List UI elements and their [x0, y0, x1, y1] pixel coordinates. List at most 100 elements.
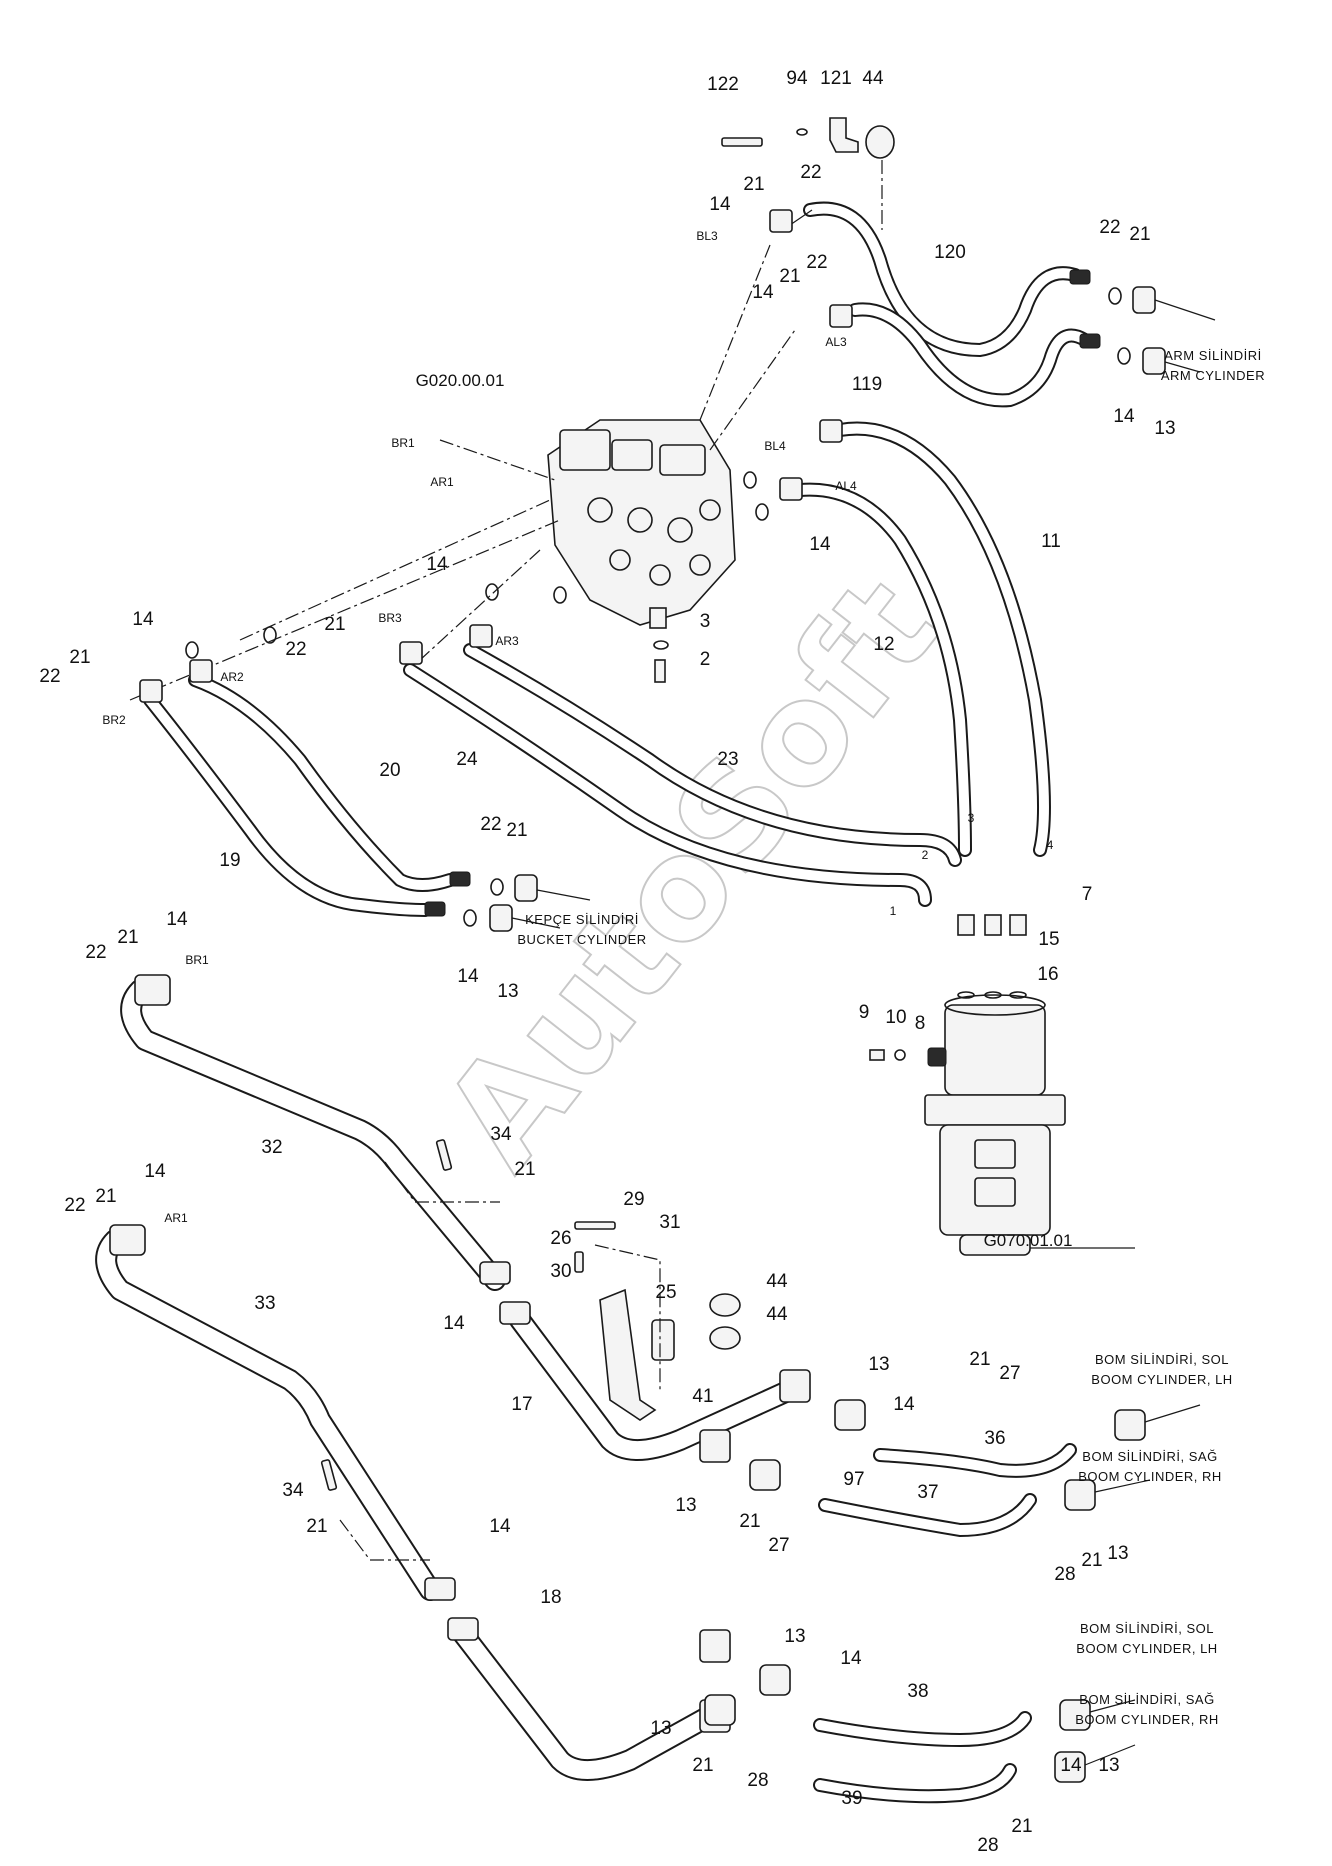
port-tag-label: AR3 [495, 634, 519, 648]
part-number-label: 36 [984, 1428, 1005, 1449]
part-number-label: 32 [261, 1137, 282, 1158]
part-number-label: 21 [95, 1186, 116, 1207]
part-number-label: 28 [747, 1770, 768, 1791]
part-number-label: 21 [324, 614, 345, 635]
destination-label: BOOM CYLINDER, LH [1076, 1641, 1217, 1656]
part-number-label: 44 [766, 1304, 788, 1325]
part-number-label: 34 [282, 1480, 304, 1501]
boom-pipes-lower [95, 1224, 731, 1781]
part-number-label: 25 [655, 1282, 676, 1303]
part-number-label: 29 [623, 1189, 644, 1210]
destination-label: BUCKET CYLINDER [517, 932, 646, 947]
part-number-label: 22 [285, 639, 306, 660]
part-number-label: 3 [700, 611, 711, 632]
swivel-hoses [743, 419, 1051, 857]
part-number-label: 41 [692, 1386, 713, 1407]
part-number-label: 18 [540, 1587, 561, 1608]
part-number-label: 22 [85, 942, 106, 963]
part-number-label: 14 [809, 534, 831, 555]
part-number-label: 22 [480, 814, 501, 835]
part-number-label: 21 [969, 1349, 990, 1370]
part-number-label: 14 [457, 966, 479, 987]
port-tag-label: 1 [890, 904, 897, 918]
part-number-label: 21 [739, 1511, 760, 1532]
part-number-label: 14 [443, 1313, 465, 1334]
part-number-label: 14 [426, 554, 448, 575]
part-number-label: 13 [1154, 418, 1175, 439]
part-number-label: 28 [977, 1835, 998, 1856]
part-number-label: 120 [934, 242, 966, 263]
arm-hoses [769, 201, 1216, 408]
port-tag-label: AL4 [835, 479, 857, 493]
part-number-label: 21 [743, 174, 764, 195]
control-valve-block [129, 244, 796, 701]
assembly-reference-label: G020.00.01 [416, 371, 505, 390]
port-tag-label: 2 [922, 848, 929, 862]
boom-pipes-upper [120, 974, 811, 1463]
destination-label: BOM SİLİNDİRİ, SAĞ [1079, 1692, 1214, 1707]
part-number-label: 13 [784, 1626, 805, 1647]
part-number-label: 121 [820, 68, 852, 89]
part-number-label: 24 [456, 749, 478, 770]
part-number-label: 23 [717, 749, 738, 770]
port-tag-label: BR3 [378, 611, 402, 625]
part-number-label: 14 [166, 909, 188, 930]
port-tag-label: 3 [968, 811, 975, 825]
part-number-label: 8 [915, 1013, 926, 1034]
destination-label: BOM SİLİNDİRİ, SAĞ [1082, 1449, 1217, 1464]
part-number-label: 27 [999, 1363, 1020, 1384]
part-number-label: 21 [1129, 224, 1150, 245]
part-number-label: 13 [1098, 1755, 1119, 1776]
bracket-parts [320, 1139, 741, 1561]
part-number-label: 22 [806, 252, 827, 273]
part-number-label: 27 [768, 1535, 789, 1556]
part-number-label: 26 [550, 1228, 571, 1249]
port-tag-label: 4 [1047, 838, 1054, 852]
part-number-label: 13 [497, 981, 518, 1002]
part-number-label: 9 [859, 1002, 870, 1023]
part-number-label: 44 [862, 68, 884, 89]
part-number-label: 22 [39, 666, 60, 687]
assembly-reference-label: G070.01.01 [984, 1231, 1073, 1250]
part-number-label: 21 [692, 1755, 713, 1776]
part-number-label: 34 [490, 1124, 512, 1145]
port-tag-label: BR1 [185, 953, 209, 967]
port-tag-label: AR1 [430, 475, 454, 489]
destination-label: BOOM CYLINDER, RH [1075, 1712, 1219, 1727]
part-number-label: 44 [766, 1271, 788, 1292]
part-number-label: 21 [306, 1516, 327, 1537]
part-number-label: 30 [550, 1261, 571, 1282]
part-number-label: 14 [132, 609, 154, 630]
part-number-label: 21 [506, 820, 527, 841]
part-number-label: 21 [117, 927, 138, 948]
destination-label: BOOM CYLINDER, RH [1078, 1469, 1222, 1484]
part-number-label: 13 [1107, 1543, 1128, 1564]
part-number-label: 21 [1011, 1816, 1032, 1837]
port-tag-label: AR2 [220, 670, 244, 684]
port-tag-label: AR1 [164, 1211, 188, 1225]
part-number-label: 14 [709, 194, 731, 215]
part-number-label: 20 [379, 760, 400, 781]
part-number-label: 14 [840, 1648, 862, 1669]
part-number-label: 33 [254, 1293, 275, 1314]
port-tag-label: BR2 [102, 713, 126, 727]
part-number-label: 119 [852, 374, 882, 395]
part-number-label: 39 [841, 1788, 862, 1809]
part-number-label: 37 [917, 1482, 938, 1503]
part-number-label: 2 [700, 649, 711, 670]
part-number-label: 38 [907, 1681, 928, 1702]
part-number-label: 17 [511, 1394, 532, 1415]
part-number-label: 11 [1041, 531, 1061, 552]
part-number-label: 13 [675, 1495, 696, 1516]
part-number-label: 21 [514, 1159, 535, 1180]
part-number-label: 13 [650, 1718, 671, 1739]
destination-label: BOOM CYLINDER, LH [1091, 1372, 1232, 1387]
part-number-label: 14 [144, 1161, 166, 1182]
part-number-label: 15 [1038, 929, 1059, 950]
part-number-label: 31 [659, 1212, 680, 1233]
part-number-label: 7 [1082, 884, 1093, 905]
part-number-label: 21 [779, 266, 800, 287]
